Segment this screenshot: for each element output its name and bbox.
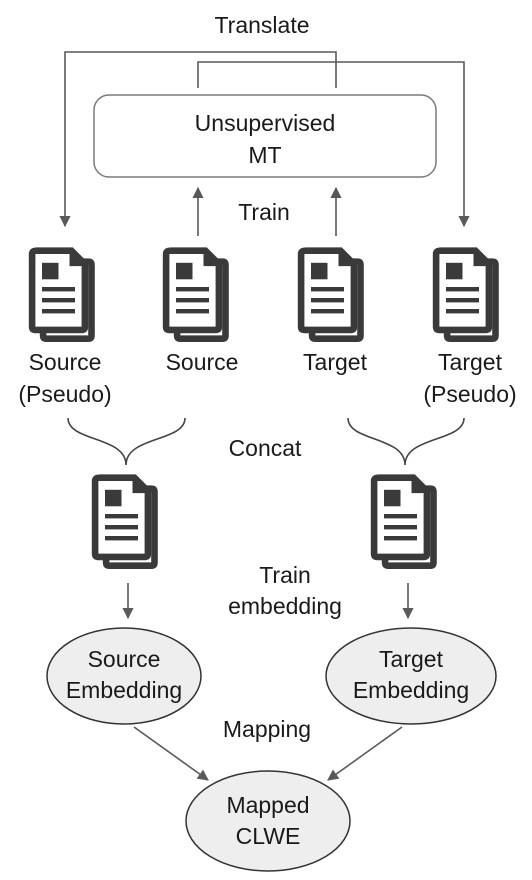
target-embedding-node [325, 627, 497, 725]
train-embedding-label-line1: Train [259, 562, 311, 588]
source-embedding-node [46, 627, 202, 725]
concat-brace-target [347, 417, 465, 466]
mapped-clwe-node [185, 770, 351, 872]
source-pseudo-label-line1: Source [29, 349, 102, 375]
document-stack-icon [297, 247, 364, 342]
document-stack-icon [370, 474, 437, 569]
concat-brace-source [67, 417, 186, 466]
unsupervised-mt-box [93, 94, 437, 178]
source-label: Source [166, 349, 239, 375]
unsupervised-mt-label-line1: Unsupervised [195, 110, 336, 136]
translate-label: Translate [214, 12, 309, 38]
train-label: Train [238, 199, 290, 225]
mapped-clwe-label-line1: Mapped [226, 792, 309, 818]
target-embedding-label-line1: Target [379, 646, 444, 672]
translate-arrow-to-source-pseudo [59, 51, 337, 228]
document-stack-icon [91, 474, 158, 569]
unsupervised-mt-label-line2: MT [248, 142, 281, 168]
mapping-arrow-source [133, 726, 209, 781]
source-embedding-label-line1: Source [88, 646, 161, 672]
document-stack-icon [162, 247, 229, 342]
target-embedding-label-line2: Embedding [353, 677, 469, 703]
source-pseudo-label-line2: (Pseudo) [18, 381, 111, 407]
document-stack-icon [28, 247, 95, 342]
mapping-arrow-target [327, 726, 403, 781]
mapping-label: Mapping [223, 716, 311, 742]
document-stack-icon [432, 247, 499, 342]
mapped-clwe-label-line2: CLWE [236, 823, 301, 849]
translate-arrow-to-target-pseudo [197, 61, 470, 228]
target-pseudo-label-line2: (Pseudo) [423, 381, 516, 407]
target-label: Target [303, 349, 368, 375]
target-pseudo-label-line1: Target [438, 349, 503, 375]
train-embedding-label-line2: embedding [228, 593, 342, 619]
concat-label: Concat [229, 435, 302, 461]
source-embedding-label-line2: Embedding [66, 677, 182, 703]
